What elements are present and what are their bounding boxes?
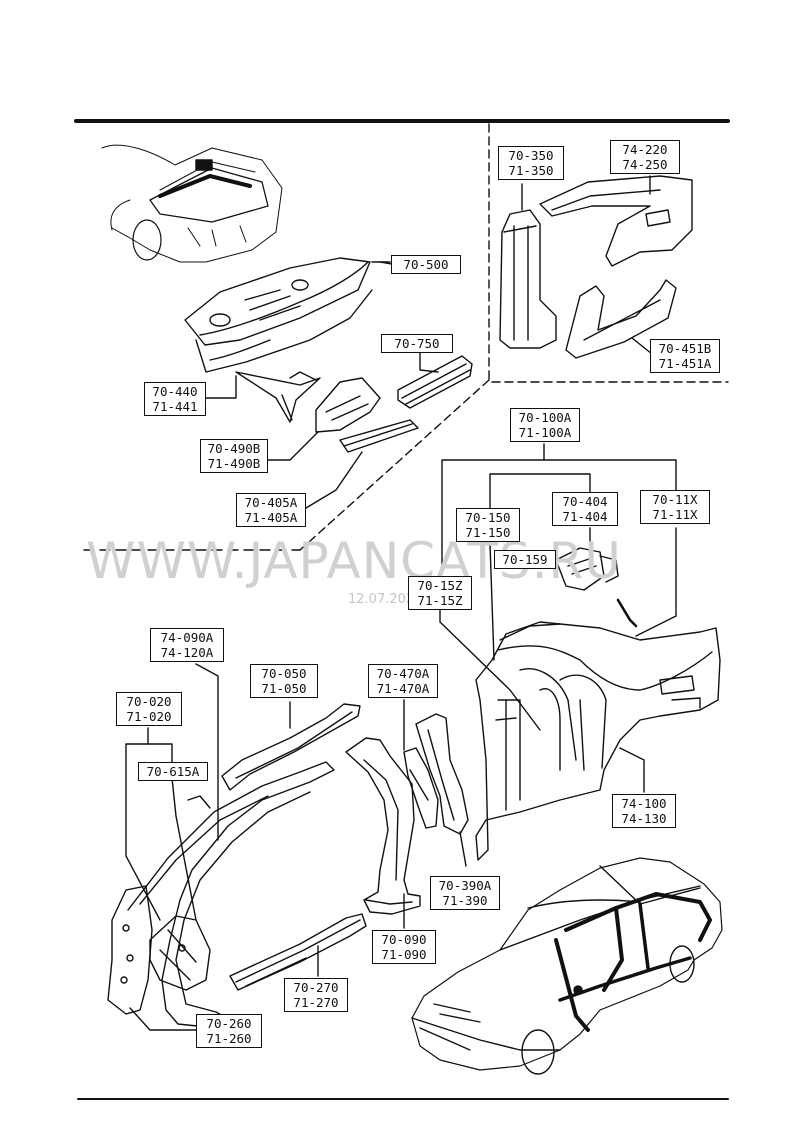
center-pillar-inner-part (415, 713, 469, 835)
part-label-70-615A[interactable]: 70-615A (138, 762, 208, 781)
rear-beam-part (397, 355, 473, 409)
watermark-date: 12.07.2020 (348, 592, 423, 607)
leader-70-15z (439, 609, 541, 731)
rear-reinforcement-part (339, 419, 419, 453)
leader-70-440 (205, 375, 237, 399)
rear-car-sketch (101, 144, 283, 263)
bracket-leader-70-020 (125, 727, 161, 921)
quarter-upper-panel-part (539, 175, 693, 267)
leader-70-750 (419, 351, 439, 373)
leader-70-615 (171, 777, 197, 921)
section-divider-diagonal (299, 379, 490, 551)
front-pillar-lower-part (107, 885, 153, 1015)
full-car-sketch (411, 857, 723, 1075)
leader-70-260 (129, 1007, 197, 1031)
leader-74-090 (195, 663, 219, 841)
part-label-70-750[interactable]: 70-750 (381, 334, 453, 353)
leader-70-390 (459, 831, 467, 867)
hinge-pillar-part (149, 915, 211, 991)
part-label-70-500[interactable]: 70-500 (391, 255, 461, 274)
side-sill-part (229, 913, 367, 991)
leader-70-490 (267, 431, 319, 461)
leader-70-11x (635, 527, 677, 637)
leader-70-451 (631, 337, 653, 355)
part-label-70-159[interactable]: 70-159 (494, 550, 556, 569)
roof-side-rail-part (127, 761, 335, 1029)
c-pillar-inner-part (499, 209, 557, 349)
rear-panel-part (184, 257, 393, 373)
watermark-text: WWW.JAPANCATS.RU (86, 532, 622, 590)
rear-wheelhouse-bracket-part (555, 547, 619, 591)
rear-quarter-body-part (475, 621, 721, 861)
leader-74-100 (619, 747, 645, 793)
rear-bracket-part (235, 371, 321, 423)
center-pillar-part (345, 737, 421, 915)
rear-gusset-part (315, 377, 381, 433)
bracket-leader-70-100A (441, 443, 545, 569)
rocker-outer-part (565, 279, 677, 359)
brace-part (616, 598, 638, 628)
leader-70-150 (489, 543, 495, 661)
roof-rail-part (221, 703, 361, 791)
center-pillar-reinforcement-part (403, 747, 439, 829)
leader-70-405 (305, 451, 363, 509)
